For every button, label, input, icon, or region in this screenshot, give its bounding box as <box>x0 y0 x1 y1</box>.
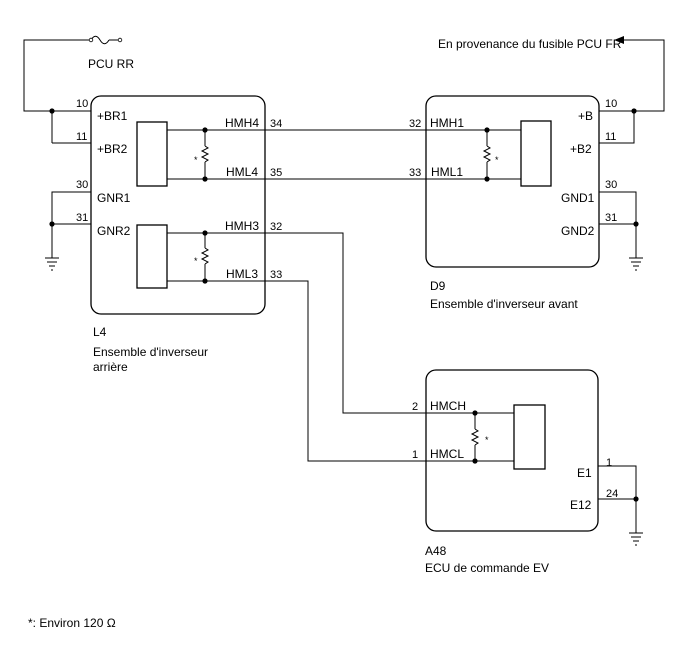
terminal-label: HMCL <box>430 447 464 461</box>
pin-label: 34 <box>270 118 282 130</box>
front-power-circuit <box>599 36 665 144</box>
terminal-label: GNR2 <box>97 224 131 238</box>
terminal-label: +BR1 <box>97 109 128 123</box>
terminal-label: E12 <box>570 498 592 512</box>
ground-icon <box>629 257 643 271</box>
pin-label: 32 <box>270 221 282 233</box>
resistor-mark: * <box>194 155 198 165</box>
terminal-label: HMH4 <box>225 116 259 130</box>
terminal-label: E1 <box>577 466 592 480</box>
terminal-label: HMH3 <box>225 219 259 233</box>
terminal-label: +BR2 <box>97 142 128 156</box>
resistor-mark: * <box>495 155 499 165</box>
resistor-icon <box>470 428 480 446</box>
resistor-icon <box>200 145 210 163</box>
communication-wires <box>265 129 426 462</box>
pin-label: 33 <box>270 269 282 281</box>
front-ground-circuit <box>599 191 643 271</box>
pin-label: 30 <box>76 179 88 191</box>
terminal-label: GND1 <box>561 191 595 205</box>
ground-icon <box>629 532 643 546</box>
ground-icon <box>45 257 59 271</box>
footnote: *: Environ 120 Ω <box>28 616 116 630</box>
terminal-label: HML3 <box>226 267 258 281</box>
terminal-label: HML4 <box>226 165 258 179</box>
fuse-pcu-rr-icon <box>90 35 110 45</box>
terminal-label: HMH1 <box>430 116 464 130</box>
terminal-label: +B <box>578 109 593 123</box>
ecu-ground-circuit <box>598 465 643 546</box>
pin-label: 1 <box>606 457 612 469</box>
pin-label: 31 <box>605 212 617 224</box>
terminal-label: HML1 <box>431 165 463 179</box>
pin-label: 11 <box>605 131 616 143</box>
front-inverter-id: D9 <box>430 279 446 293</box>
front-inverter-d9 <box>425 95 600 268</box>
terminal-label: GND2 <box>561 224 595 238</box>
rear-power-circuit <box>23 35 123 144</box>
pin-label: 11 <box>76 131 87 143</box>
terminal-label: HMCH <box>430 399 466 413</box>
pin-label: 1 <box>412 449 418 461</box>
pin-label: 2 <box>412 401 418 413</box>
front-inverter-name: Ensemble d'inverseur avant <box>430 297 578 311</box>
ev-ecu-a48 <box>425 369 599 532</box>
terminal-label: GNR1 <box>97 191 131 205</box>
pin-label: 24 <box>606 488 618 500</box>
pin-label: 31 <box>76 212 88 224</box>
fuse-pcu-rr-label: PCU RR <box>88 57 134 71</box>
resistor-mark: * <box>194 256 198 266</box>
rear-inverter-l4 <box>90 95 266 315</box>
rear-inverter-name: arrière <box>93 360 128 374</box>
ev-ecu-id: A48 <box>425 544 447 558</box>
resistor-icon <box>200 247 210 265</box>
arrow-left-icon <box>614 36 624 44</box>
resistor-icon <box>482 145 492 163</box>
pin-label: 35 <box>270 167 282 179</box>
pin-label: 10 <box>76 98 88 110</box>
fuse-pcu-fr-label: En provenance du fusible PCU FR <box>438 37 622 51</box>
ev-ecu-name: ECU de commande EV <box>425 561 549 575</box>
rear-inverter-name: Ensemble d'inverseur <box>93 345 208 359</box>
pin-label: 33 <box>409 167 421 179</box>
pin-label: 10 <box>605 98 617 110</box>
pin-label: 32 <box>409 118 421 130</box>
rear-ground-circuit <box>45 191 91 271</box>
pin-label: 30 <box>605 179 617 191</box>
terminal-label: +B2 <box>570 142 592 156</box>
resistor-mark: * <box>485 435 489 445</box>
rear-inverter-id: L4 <box>93 325 107 339</box>
